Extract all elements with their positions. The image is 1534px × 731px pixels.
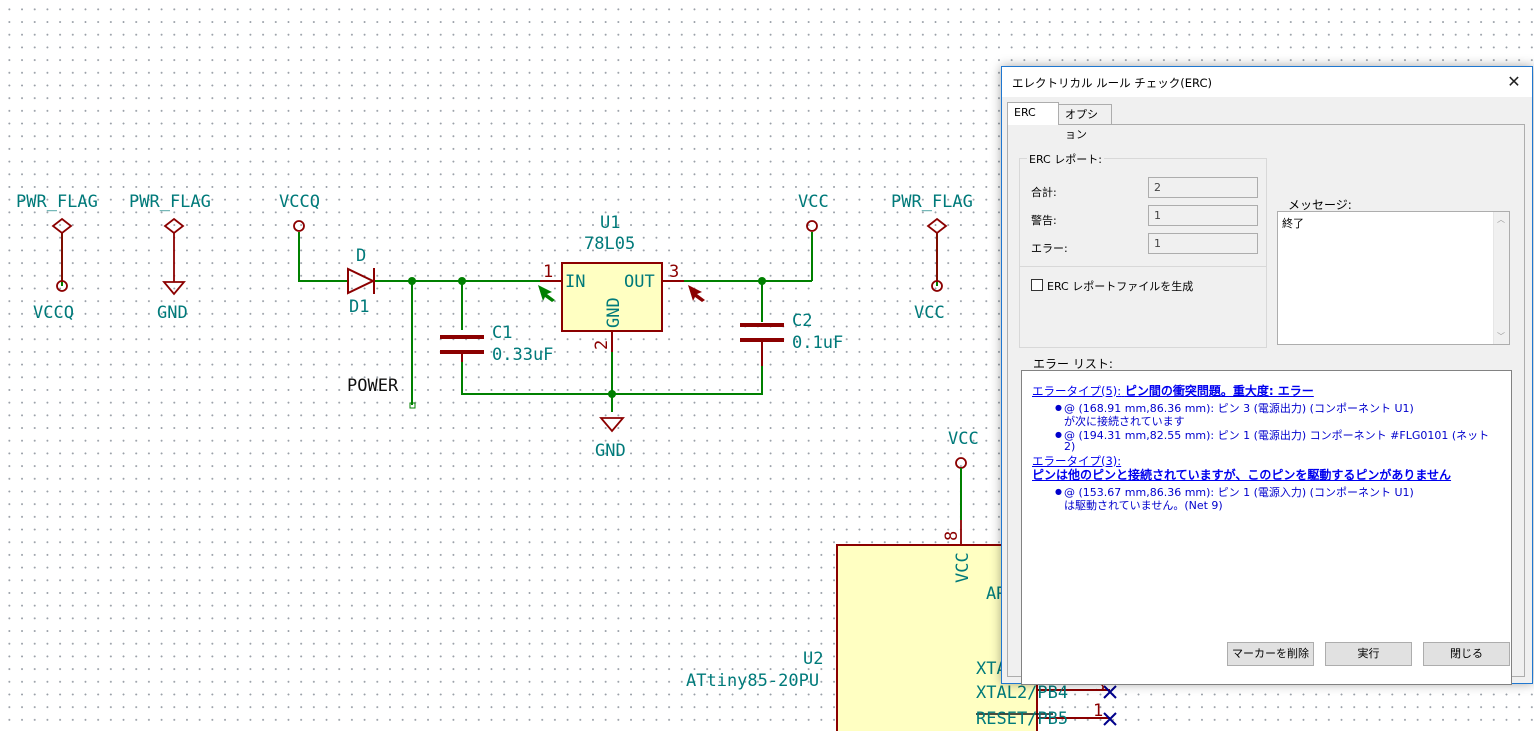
u1-ref: U1 — [600, 213, 620, 233]
vcc-label-top: VCC — [798, 192, 829, 212]
bullet-icon: ● — [1055, 487, 1062, 496]
u1-pin-gnd: GND — [604, 297, 624, 328]
erc-dialog: エレクトリカル ルール チェック(ERC) ✕ ERC オプション ERC レポ… — [1001, 66, 1533, 685]
erc-marker-arrow-red[interactable] — [688, 285, 705, 302]
pwr-flag-label-1: PWR_FLAG — [16, 192, 98, 212]
capacitor-c1[interactable] — [440, 335, 484, 354]
vcc-power-symbol-2[interactable] — [955, 457, 967, 545]
errors-label: エラー: — [1031, 242, 1068, 255]
u1-pin-in: IN — [565, 272, 585, 292]
gnd-symbol[interactable] — [599, 417, 625, 433]
erc-marker-arrow-green[interactable] — [538, 285, 555, 302]
vccq-label-bottom: VCCQ — [33, 303, 74, 323]
no-connect-marker-2 — [1103, 712, 1117, 726]
pwr-flag-label-2: PWR_FLAG — [129, 192, 211, 212]
close-button[interactable]: 閉じる — [1423, 642, 1510, 666]
u2-pin-xtal2: XTAL2/PB4 — [976, 683, 1068, 703]
u1-pin2-num: 2 — [592, 340, 612, 350]
u1-pin3-num: 3 — [669, 262, 679, 282]
diode-d1[interactable] — [347, 267, 376, 295]
u2-value: ATtiny85-20PU — [686, 671, 819, 691]
tab-options[interactable]: オプション — [1058, 104, 1112, 141]
warnings-label: 警告: — [1031, 214, 1057, 227]
capacitor-c2[interactable] — [740, 323, 784, 342]
total-label: 合計: — [1031, 186, 1057, 199]
u2-pin8-num: 8 — [942, 531, 962, 541]
c1-value: 0.33uF — [492, 345, 553, 365]
dialog-titlebar[interactable]: エレクトリカル ルール チェック(ERC) ✕ — [1002, 67, 1532, 97]
warnings-field: 1 — [1148, 205, 1258, 226]
error-type-5-link[interactable]: エラータイプ(5): ピン間の衝突問題。重大度: エラー — [1032, 382, 1314, 399]
c2-ref: C2 — [792, 311, 812, 331]
pwr-flag-symbol-2[interactable] — [162, 217, 186, 296]
bullet-icon: ● — [1055, 430, 1062, 439]
error-type-3-link[interactable]: エラータイプ(3): — [1032, 454, 1122, 468]
erc-tab-panel: ERC レポート: 合計: 2 警告: 1 エラー: 1 ERC レポートファイ… — [1007, 124, 1525, 685]
c1-ref: C1 — [492, 323, 512, 343]
error-item-1-line1[interactable]: @ (168.91 mm,86.36 mm): ピン 3 (電源出力) (コンポ… — [1064, 402, 1414, 415]
dialog-title: エレクトリカル ルール チェック(ERC) — [1012, 76, 1212, 90]
erc-report-caption: ERC レポート: — [1027, 151, 1104, 167]
vccq-label-top: VCCQ — [279, 192, 320, 212]
u2-pin-reset: RESET/PB5 — [976, 709, 1068, 729]
message-label: メッセージ: — [1288, 198, 1352, 212]
power-net-label: POWER — [347, 376, 399, 396]
error-item-3-line1[interactable]: @ (153.67 mm,86.36 mm): ピン 1 (電源入力) (コンポ… — [1064, 486, 1414, 499]
error-type-5-code[interactable]: エラータイプ(5): — [1032, 384, 1122, 398]
message-scrollbar[interactable]: ︿ ﹀ — [1493, 212, 1509, 344]
error-item-2-line2[interactable]: 2) — [1064, 440, 1076, 453]
junctions — [408, 277, 766, 398]
u1-pin1-num: 1 — [543, 262, 553, 282]
report-divider — [1020, 266, 1266, 267]
erc-report-group: ERC レポート: 合計: 2 警告: 1 エラー: 1 ERC レポートファイ… — [1019, 151, 1267, 348]
bullet-icon: ● — [1055, 403, 1062, 412]
gnd-label-1: GND — [157, 303, 188, 323]
error-type-5-desc[interactable]: ピン間の衝突問題。重大度: エラー — [1124, 384, 1314, 398]
close-icon[interactable]: ✕ — [1507, 72, 1521, 91]
create-report-label[interactable]: ERC レポートファイルを生成 — [1047, 280, 1194, 293]
message-text: 終了 — [1282, 217, 1304, 230]
u2-pin-vcc: VCC — [953, 552, 973, 583]
regulator-u1[interactable] — [540, 262, 684, 352]
error-item-2-line1[interactable]: @ (194.31 mm,82.55 mm): ピン 1 (電源出力) コンポー… — [1064, 429, 1490, 442]
vcc-power-symbol-1[interactable] — [806, 220, 818, 232]
vccq-power-symbol[interactable] — [293, 220, 305, 232]
scroll-up-icon[interactable]: ︿ — [1497, 215, 1505, 224]
u2-pin3-num: 3 — [1095, 676, 1105, 696]
delete-markers-button[interactable]: マーカーを削除 — [1227, 642, 1314, 666]
error-type-3-desc[interactable]: ピンは他のピンと接続されていますが、このピンを駆動するピンがありません — [1032, 468, 1452, 482]
u1-pin-out: OUT — [624, 272, 655, 292]
gnd-label-2: GND — [595, 441, 626, 461]
diode-ref: D — [356, 246, 366, 266]
c2-value: 0.1uF — [792, 333, 843, 353]
vcc-label-bottom: VCC — [914, 303, 945, 323]
no-connect-marker-1 — [1103, 685, 1117, 699]
u1-value: 78L05 — [584, 234, 635, 254]
u2-pin1-num: 1 — [1093, 701, 1103, 721]
vcc-label-mcu: VCC — [948, 429, 979, 449]
tab-erc[interactable]: ERC — [1007, 102, 1059, 125]
scroll-down-icon[interactable]: ﹀ — [1497, 332, 1505, 341]
message-textarea[interactable]: 終了 ︿ ﹀ — [1277, 211, 1510, 345]
total-field: 2 — [1148, 177, 1258, 198]
run-button[interactable]: 実行 — [1325, 642, 1412, 666]
error-list-label: エラー リスト: — [1033, 357, 1113, 371]
power-net-endpoint — [409, 402, 416, 409]
pwr-flag-symbol-1[interactable] — [51, 217, 73, 292]
pwr-flag-label-3: PWR_FLAG — [891, 192, 973, 212]
create-report-checkbox[interactable] — [1031, 279, 1043, 291]
error-item-1-line2[interactable]: が次に接続されています — [1064, 415, 1185, 428]
errors-field: 1 — [1148, 233, 1258, 254]
diode-name: D1 — [349, 297, 369, 317]
error-list[interactable]: エラータイプ(5): ピン間の衝突問題。重大度: エラー ● @ (168.91… — [1021, 370, 1512, 685]
error-item-3-line2[interactable]: は駆動されていません。(Net 9) — [1064, 499, 1223, 512]
u2-pin-partial2: XTA — [976, 659, 1007, 679]
pwr-flag-symbol-3[interactable] — [926, 217, 948, 292]
u2-ref: U2 — [803, 649, 823, 669]
